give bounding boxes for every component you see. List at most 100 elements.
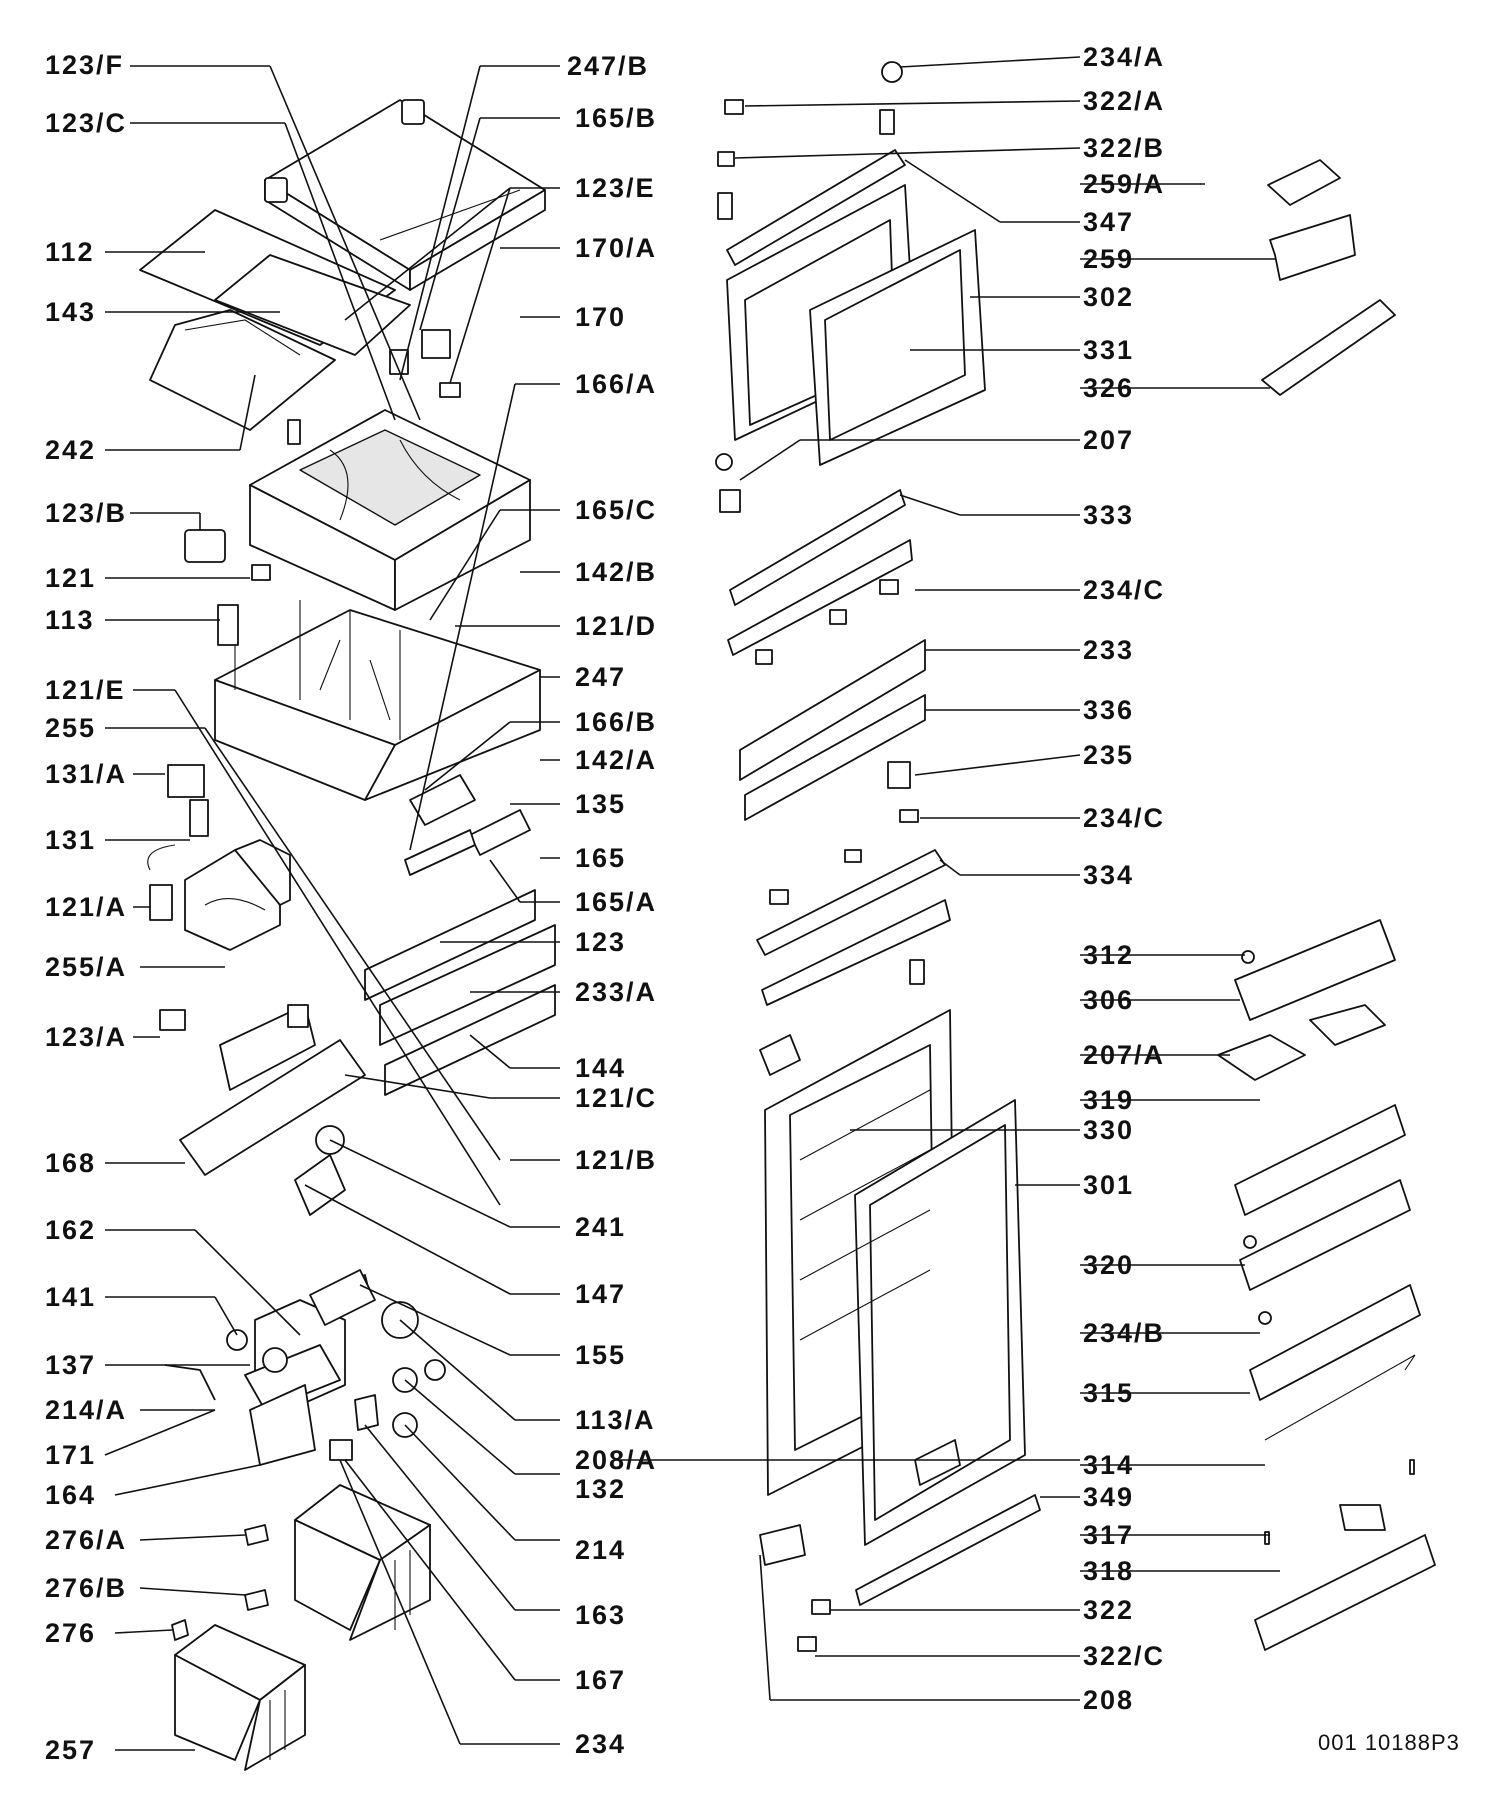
small-parts-left [147,329,461,1031]
part-label: 165/A [575,887,658,917]
part-label: 233 [1083,635,1135,665]
part-label: 207 [1083,425,1135,455]
part-label: 302 [1083,282,1135,312]
part-label: 144 [575,1053,627,1083]
part-label: 166/A [575,369,658,399]
lamp-and-switch-assembly [164,1269,446,1466]
part-label: 137 [45,1350,97,1380]
part-label: 121 [45,563,97,593]
leader-lines [104,56,1280,1751]
part-label: 147 [575,1279,627,1309]
part-label: 312 [1083,940,1135,970]
upper-door [726,149,986,466]
part-label: 208 [1083,1685,1135,1715]
part-label: 155 [575,1340,627,1370]
part-label: 123/A [45,1022,128,1052]
drip-tray [149,309,336,431]
part-label: 121/D [575,611,658,641]
part-label: 301 [1083,1170,1135,1200]
part-label: 123/E [575,173,656,203]
part-label: 171 [45,1440,97,1470]
part-label: 326 [1083,373,1135,403]
part-label: 234/C [1083,803,1166,833]
part-label: 234/A [1083,42,1166,72]
part-label: 170 [575,302,627,332]
part-label: 306 [1083,985,1135,1015]
part-label: 336 [1083,695,1135,725]
part-label: 322 [1083,1595,1135,1625]
part-label: 242 [45,435,97,465]
part-label: 113 [45,605,95,635]
part-label: 334 [1083,860,1135,890]
door-shelves [1217,159,1436,1651]
part-label: 318 [1083,1556,1135,1586]
part-label: 112 [45,237,95,267]
part-label: 320 [1083,1250,1135,1280]
part-label: 170/A [575,233,658,263]
crisper-drawers [171,1484,431,1771]
part-label: 347 [1083,207,1135,237]
part-label: 234/B [1083,1318,1166,1348]
part-label: 322/A [1083,86,1166,116]
part-label: 121/A [45,892,128,922]
part-label: 131 [45,825,97,855]
part-label: 123/C [45,108,128,138]
part-label: 247/B [567,51,650,81]
part-label: 255 [45,713,97,743]
part-label: 142/A [575,745,658,775]
control-panel-parts [179,1004,366,1216]
part-label: 165/C [575,495,658,525]
part-label: 132 [575,1474,627,1504]
part-label: 247 [575,662,627,692]
freezer-top-cover [264,99,546,291]
middle-hinge-strips [727,489,951,1006]
part-label: 276/B [45,1573,128,1603]
part-label: 314 [1083,1450,1135,1480]
part-label: 319 [1083,1085,1135,1115]
part-label: 322/C [1083,1641,1166,1671]
shelf-covers-center [364,774,556,1096]
part-label: 207/A [1083,1040,1166,1070]
part-label: 315 [1083,1378,1135,1408]
upper-hinge-parts [715,61,903,513]
part-label: 234/C [1083,575,1166,605]
drawing-code: 001 10188P3 [1318,1730,1460,1755]
part-label: 141 [45,1282,97,1312]
part-label: 113/A [575,1405,656,1435]
part-label: 330 [1083,1115,1135,1145]
part-label: 163 [575,1600,627,1630]
part-label: 331 [1083,335,1135,365]
part-label: 162 [45,1215,97,1245]
part-label: 255/A [45,952,128,982]
part-label: 121/C [575,1083,658,1113]
part-label: 164 [45,1480,97,1510]
part-label: 165 [575,843,627,873]
part-label: 142/B [575,557,658,587]
part-label: 143 [45,297,97,327]
part-label: 235 [1083,740,1135,770]
part-label: 168 [45,1148,97,1178]
part-label: 121/E [45,675,126,705]
part-label: 208/A [575,1445,658,1475]
part-label: 333 [1083,500,1135,530]
part-label: 259/A [1083,169,1166,199]
part-label: 259 [1083,244,1135,274]
part-label: 234 [575,1729,627,1759]
part-label: 317 [1083,1520,1135,1550]
part-label: 214/A [45,1395,128,1425]
part-label: 233/A [575,977,658,1007]
part-label: 166/B [575,707,658,737]
part-label: 322/B [1083,133,1166,163]
part-label: 123/F [45,50,125,80]
freezer-compartment-lower [214,600,541,801]
part-label: 135 [575,789,627,819]
thermostat-housing [184,839,291,951]
part-label: 276 [45,1618,97,1648]
part-label: 276/A [45,1525,128,1555]
part-label: 349 [1083,1482,1135,1512]
lower-door [759,1009,1041,1652]
part-label: 214 [575,1535,627,1565]
part-label: 131/A [45,759,128,789]
